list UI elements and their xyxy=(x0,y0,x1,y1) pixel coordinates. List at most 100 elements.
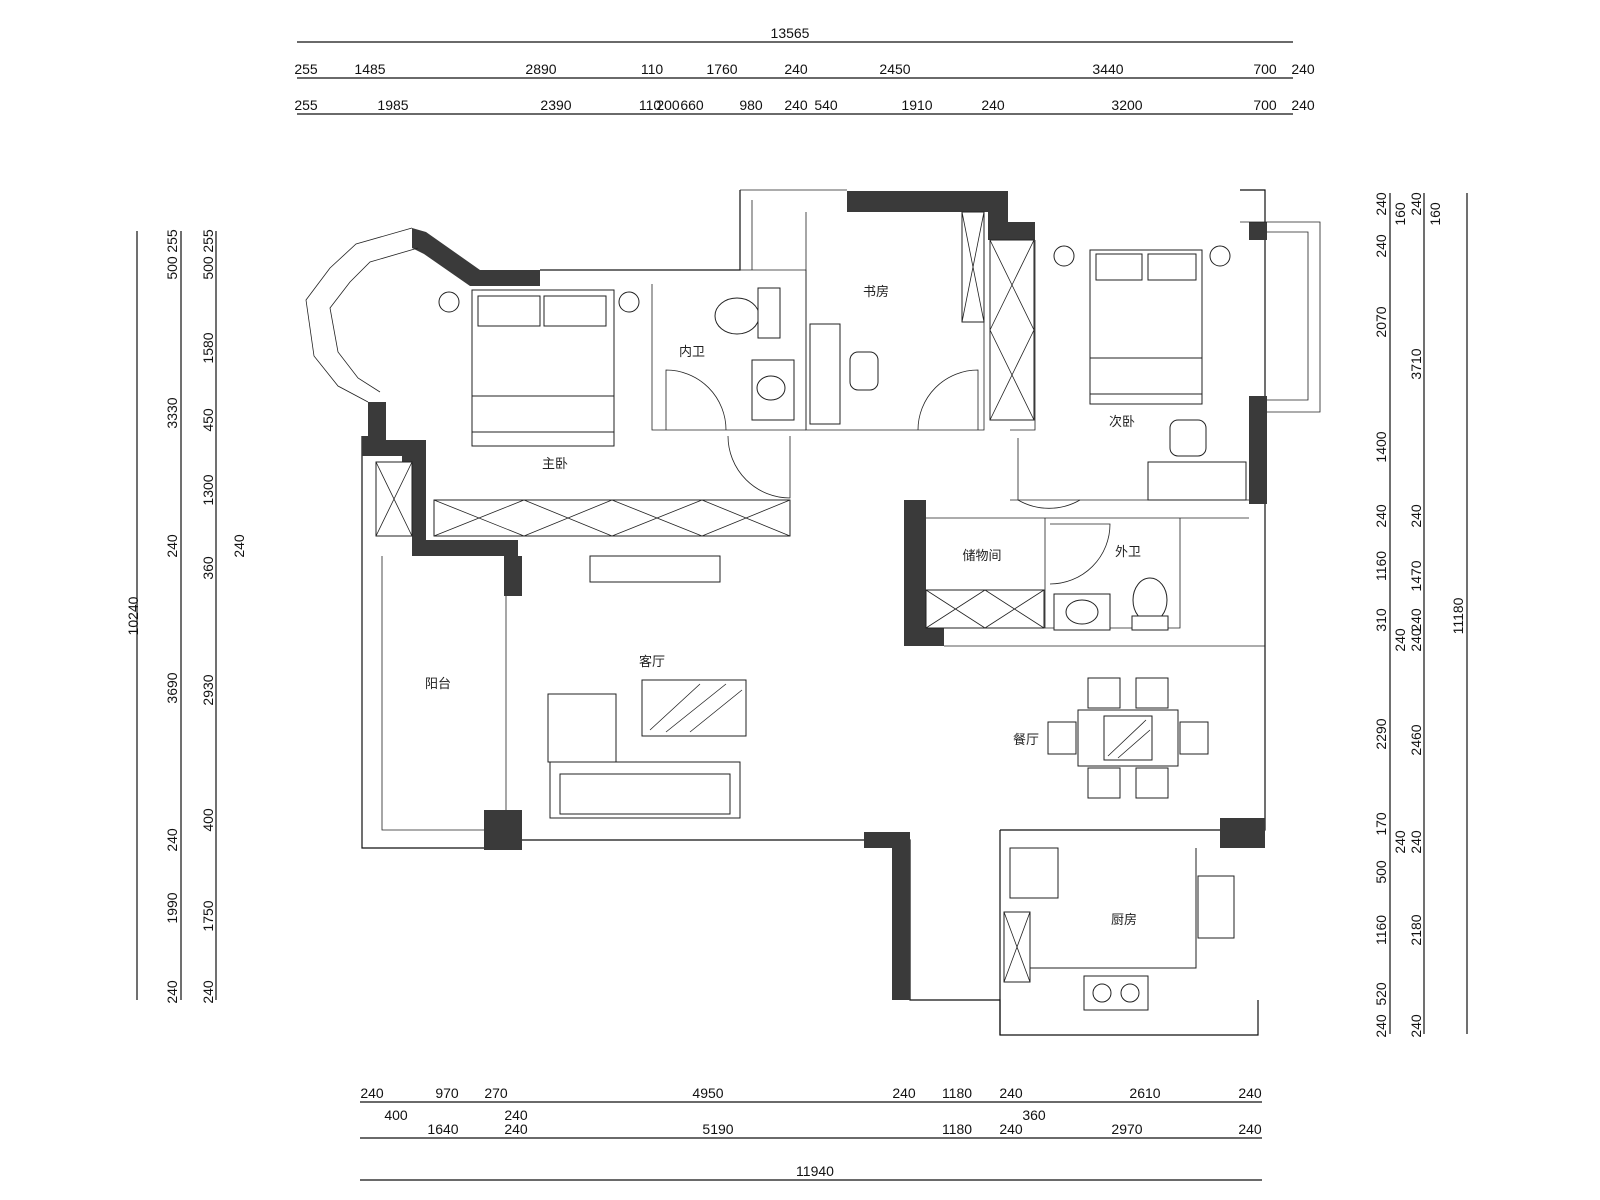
door-study xyxy=(917,369,979,431)
dim-b2-2: 5190 xyxy=(702,1121,733,1137)
bed2-desk xyxy=(1147,461,1247,501)
dim-r1-5: 240 xyxy=(1373,504,1389,528)
wall-block-entry xyxy=(864,832,910,1000)
dim-r1-1: 240 xyxy=(1373,192,1389,216)
kitchen-counter-line xyxy=(1030,848,1197,969)
dining-chair-bottom-left xyxy=(1087,767,1121,799)
second-bed-pillow-left xyxy=(1095,253,1143,281)
dim-r1-8: 240 xyxy=(1392,628,1408,652)
wall-block-storage xyxy=(904,500,944,646)
dim-b1-4: 240 xyxy=(892,1085,916,1101)
partition-guest-bath xyxy=(1044,518,1181,629)
dim-r1-15: 240 xyxy=(1373,1014,1389,1038)
door-bed2 xyxy=(1017,438,1081,509)
dim-r2-6: 240 xyxy=(1408,628,1424,652)
bed2-balcony-inner xyxy=(1267,231,1309,401)
dim-r2-8: 240 xyxy=(1408,830,1424,854)
ensuite-toilet-tank xyxy=(757,287,781,339)
label-guest-bath: 外卫 xyxy=(1115,545,1141,560)
dim-r1-14: 520 xyxy=(1373,982,1389,1006)
guest-sink xyxy=(1065,599,1099,625)
bed2-nightstand-lamp-right xyxy=(1209,245,1231,267)
dim-r1-3: 2070 xyxy=(1373,306,1389,337)
dim-l1-4: 3690 xyxy=(164,672,180,703)
dim-b1-1: 970 xyxy=(435,1085,459,1101)
dim-t1-8: 700 xyxy=(1253,61,1277,77)
coffee-table xyxy=(641,679,747,737)
stove-burner-right xyxy=(1120,983,1140,1003)
dim-b1-2: 270 xyxy=(484,1085,508,1101)
top-wall-segment xyxy=(540,190,741,271)
room-labels: 主卧 内卫 书房 次卧 储物间 外卫 阳台 客厅 餐厅 厨房 xyxy=(425,284,1141,928)
door-master xyxy=(727,435,791,499)
dim-t2-5: 660 xyxy=(680,97,704,113)
kitchen-tall-cabinet-hatch xyxy=(1003,911,1031,983)
dim-t1-5: 240 xyxy=(784,61,808,77)
wall-block-top-center xyxy=(847,191,1035,240)
master-bed-blanket xyxy=(471,395,615,433)
dim-r1-4: 1400 xyxy=(1373,431,1389,462)
wardrobe-hatch xyxy=(433,499,791,537)
dim-t1-0: 255 xyxy=(294,61,318,77)
dim-left-total: 10240 xyxy=(125,596,141,635)
bed2-nightstand-lamp-left xyxy=(1053,245,1075,267)
dim-l1-0: 500 xyxy=(164,256,180,280)
wall-column-bed2 xyxy=(1249,222,1267,240)
dim-t1-2: 2890 xyxy=(525,61,556,77)
dim-l2-8: 1750 xyxy=(200,900,216,931)
dim-r1-2: 160 xyxy=(1392,202,1408,226)
side-cabinet-hatch xyxy=(375,461,413,537)
label-living-room: 客厅 xyxy=(639,654,665,670)
top-dimensions: 13565 255 1485 2890 110 1760 240 2450 34… xyxy=(294,25,1315,115)
dim-l2-1: 255 xyxy=(200,229,216,253)
dim-t1-7: 3440 xyxy=(1092,61,1123,77)
dining-chair-right xyxy=(1179,721,1209,755)
dim-b1s-0: 400 xyxy=(384,1107,408,1123)
wall-block-master-left xyxy=(362,402,518,556)
kitchen-sink xyxy=(1197,875,1235,939)
dim-t2-9: 1910 xyxy=(901,97,932,113)
dim-b2-6: 240 xyxy=(1238,1121,1262,1137)
dim-b1-8: 240 xyxy=(1238,1085,1262,1101)
bay-window-inner xyxy=(329,247,419,393)
dining-chair-left xyxy=(1047,721,1077,755)
dining-chair-top-left xyxy=(1087,677,1121,709)
dim-r1-12: 500 xyxy=(1373,860,1389,884)
dim-t2-3: 110 xyxy=(639,97,662,113)
dim-r2-0: 240 xyxy=(1408,192,1424,216)
sofa-seat xyxy=(559,773,731,815)
dim-t1-1: 1485 xyxy=(354,61,385,77)
dim-t1-3: 110 xyxy=(641,61,664,77)
bay-window-outer xyxy=(305,227,413,403)
dim-bottom-total: 11940 xyxy=(796,1163,834,1179)
dim-b2-5: 2970 xyxy=(1111,1121,1142,1137)
dim-right-total: 11180 xyxy=(1450,597,1466,634)
dim-b2-1: 240 xyxy=(504,1121,528,1137)
dim-l1-6: 1990 xyxy=(164,892,180,923)
dim-t2-13: 240 xyxy=(1291,97,1315,113)
bed2-wardrobe xyxy=(989,239,1035,421)
dim-l1-3: 240 xyxy=(164,534,180,558)
bed2-balcony-outer xyxy=(1240,221,1321,413)
dim-r1-6: 1160 xyxy=(1373,551,1389,581)
dim-b1-3: 4950 xyxy=(692,1085,723,1101)
dim-l2-3: 450 xyxy=(200,408,216,432)
storage-cabinet-hatch xyxy=(925,589,1045,629)
label-study: 书房 xyxy=(863,284,889,300)
bed2-chair xyxy=(1169,419,1207,457)
dining-chair-bottom-right xyxy=(1135,767,1169,799)
dim-t2-2: 2390 xyxy=(540,97,571,113)
tv-console xyxy=(589,555,721,583)
master-bed-pillow-right xyxy=(543,295,607,327)
door-guest-bath xyxy=(1049,523,1111,585)
dim-r1-9: 2290 xyxy=(1373,718,1389,749)
wall-block-master-top xyxy=(412,228,540,286)
dim-t2-1: 1985 xyxy=(377,97,408,113)
wall-block-bed2-right xyxy=(1249,396,1267,504)
dim-b1-6: 240 xyxy=(999,1085,1023,1101)
dim-r1-11: 240 xyxy=(1392,830,1408,854)
master-nightstand-lamp-right xyxy=(618,291,640,313)
furniture xyxy=(375,211,1247,1011)
walls xyxy=(305,189,1321,1036)
